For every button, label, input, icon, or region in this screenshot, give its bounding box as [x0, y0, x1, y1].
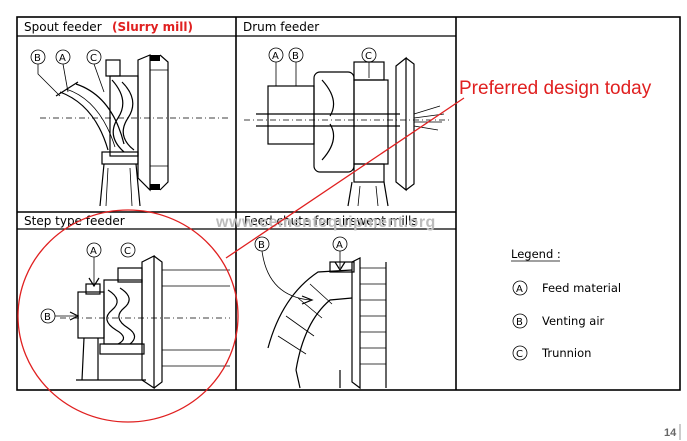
legend-item-b: B Venting air — [512, 313, 605, 329]
svg-text:Feed material: Feed material — [542, 281, 621, 295]
svg-text:C: C — [516, 349, 523, 360]
legend-title: Legend : — [511, 247, 561, 261]
legend-item-c: C Trunnion — [512, 345, 591, 361]
svg-text:B: B — [44, 312, 51, 323]
marker-a: A — [332, 236, 348, 252]
marker-c: C — [86, 49, 102, 65]
marker-b: B — [30, 49, 46, 65]
panel-title-drum-feeder: Drum feeder — [243, 20, 319, 34]
svg-text:B: B — [516, 317, 523, 328]
watermark: www.cementequipment.org — [215, 214, 436, 231]
callout-leader-line — [225, 97, 465, 259]
panel-note-slurry-mill: (Slurry mill) — [112, 20, 193, 34]
marker-c: C — [361, 47, 377, 63]
svg-text:A: A — [516, 284, 523, 295]
panel-title-step-type-feeder: Step type feeder — [24, 214, 125, 228]
svg-text:A: A — [272, 51, 279, 62]
highlight-circle — [17, 209, 239, 423]
svg-text:B: B — [34, 53, 41, 64]
outer-frame — [16, 16, 681, 391]
marker-b: B — [40, 308, 56, 324]
svg-text:C: C — [90, 53, 97, 64]
marker-c: C — [120, 242, 136, 258]
svg-text:C: C — [365, 51, 372, 62]
svg-text:Venting air: Venting air — [542, 314, 605, 328]
feed-chute-drawing: B A — [254, 236, 387, 390]
marker-a: A — [268, 47, 284, 63]
svg-text:A: A — [59, 53, 66, 64]
svg-text:Trunnion: Trunnion — [541, 346, 591, 360]
svg-text:A: A — [90, 246, 97, 257]
marker-b: B — [288, 47, 304, 63]
step-type-feeder-drawing: A C B — [40, 242, 230, 390]
marker-b: B — [254, 236, 270, 252]
panel-title-spout-feeder: Spout feeder — [24, 20, 102, 34]
spout-feeder-drawing: B A C — [30, 49, 230, 207]
marker-a: A — [86, 242, 102, 258]
legend-item-a: A Feed material — [512, 280, 621, 296]
legend: Legend : A Feed material B Venting air C… — [511, 247, 621, 361]
svg-text:A: A — [336, 240, 343, 251]
svg-text:C: C — [124, 246, 131, 257]
callout-text: Preferred design today — [459, 78, 652, 99]
page-number: 14 — [664, 427, 677, 439]
svg-text:B: B — [258, 240, 265, 251]
marker-a: A — [55, 49, 71, 65]
svg-text:B: B — [292, 51, 299, 62]
